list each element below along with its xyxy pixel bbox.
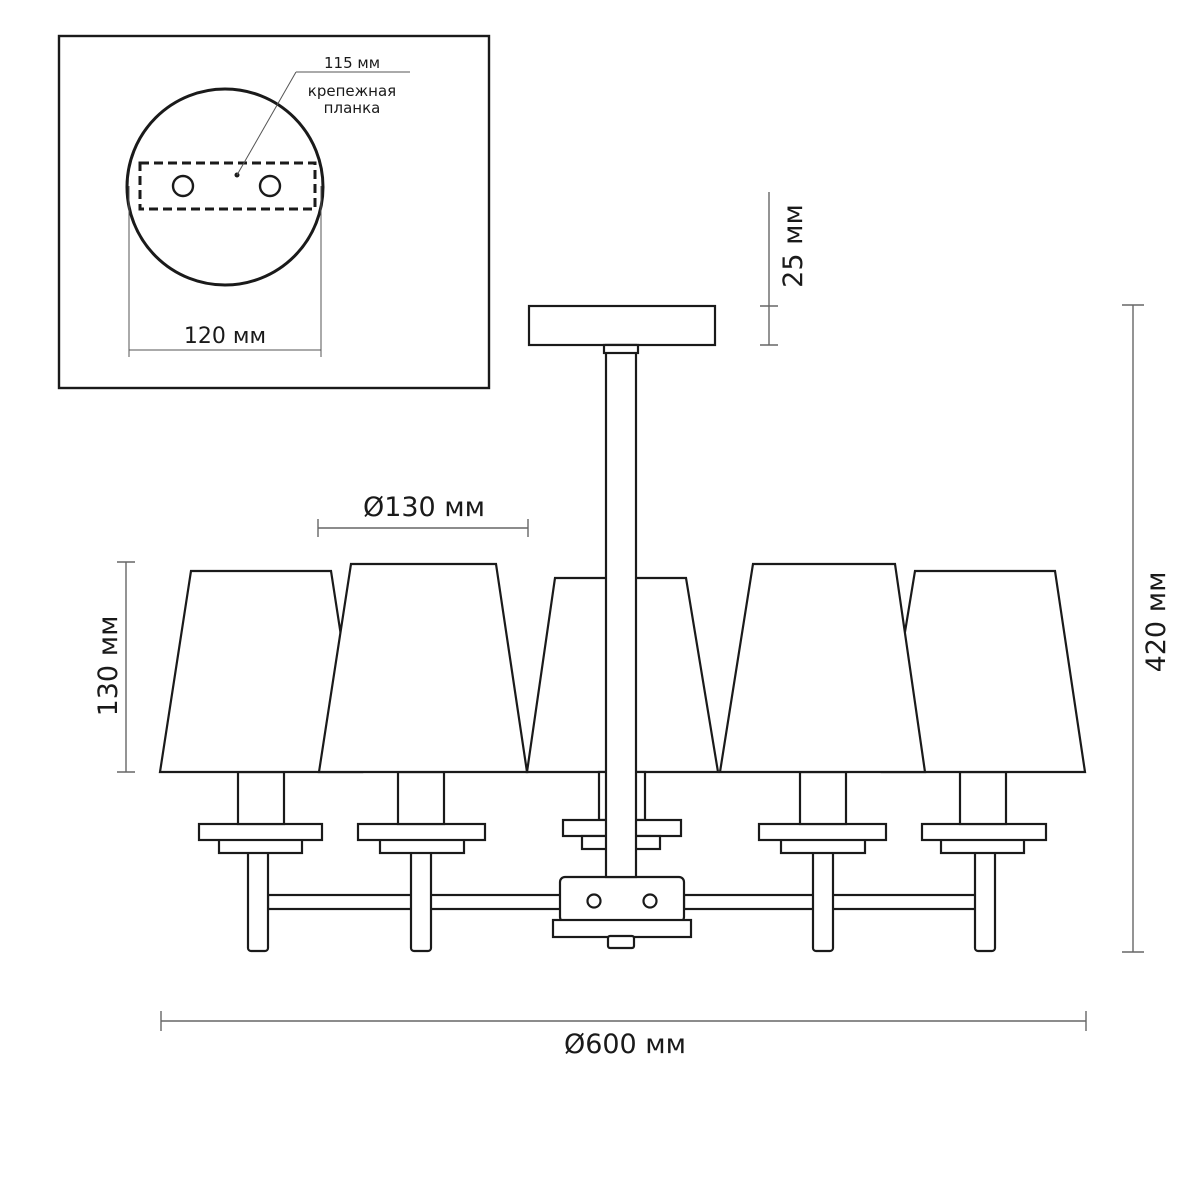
lamp-1 bbox=[158, 569, 364, 953]
hub-finial bbox=[606, 934, 636, 950]
inset-frame bbox=[57, 34, 491, 390]
total-height-dimension: 420 мм bbox=[1122, 304, 1172, 953]
lamp-4 bbox=[718, 562, 927, 953]
canopy-and-rod bbox=[527, 304, 717, 879]
lamp-1-bobeche bbox=[197, 822, 324, 842]
chandelier bbox=[158, 304, 1087, 953]
lamp-2-stem bbox=[409, 836, 433, 953]
inset-width-label: 115 мм bbox=[324, 54, 380, 72]
downrod bbox=[604, 343, 638, 879]
lamp-5 bbox=[880, 569, 1087, 953]
hub-body bbox=[558, 875, 686, 924]
lamp-2 bbox=[317, 562, 529, 953]
lamp-5-bobeche bbox=[920, 822, 1048, 842]
plate-label-line1: крепежная bbox=[308, 82, 396, 100]
lamp-4-candle-socket bbox=[798, 770, 848, 826]
lamp-1-stem bbox=[246, 836, 270, 953]
plate-label-line2: планка bbox=[324, 99, 381, 117]
hub-base-plate bbox=[551, 918, 693, 939]
hub-arm-joint-right bbox=[642, 893, 658, 909]
canopy-height-label: 25 мм bbox=[778, 204, 809, 288]
mounting-hole-left bbox=[171, 174, 195, 198]
lampshade-2 bbox=[317, 562, 529, 774]
downrod-collar bbox=[602, 343, 640, 355]
lamp-5-candle-socket bbox=[958, 770, 1008, 826]
total-diameter-label: Ø600 мм bbox=[564, 1029, 686, 1060]
plate-leader-line bbox=[236, 71, 297, 176]
ceiling-canopy bbox=[527, 304, 717, 347]
lamp-2-bobeche bbox=[356, 822, 487, 842]
total-height-label: 420 мм bbox=[1141, 572, 1172, 673]
canopy-height-dimension: 25 мм bbox=[760, 192, 809, 346]
shade-height-dimension: 130 мм bbox=[93, 561, 135, 773]
lampshade-4 bbox=[718, 562, 927, 774]
central-hub bbox=[551, 875, 693, 950]
shade-diameter-dimension: Ø130 мм bbox=[317, 492, 529, 537]
lamp-2-candle-socket bbox=[396, 770, 446, 826]
mounting-hole-right bbox=[258, 174, 282, 198]
shade-diameter-label: Ø130 мм bbox=[363, 492, 485, 523]
mounting-bar-outline bbox=[138, 161, 317, 211]
mounting-plate-inset: 115 мм крепежная планка 120 мм bbox=[57, 34, 491, 390]
canopy-circle bbox=[125, 87, 325, 287]
lamp-5-stem bbox=[973, 836, 997, 953]
lamp-1-candle-socket bbox=[236, 770, 286, 826]
lamp-4-bobeche bbox=[757, 822, 888, 842]
inset-diameter-label: 120 мм bbox=[184, 324, 266, 349]
lamp-4-stem bbox=[811, 836, 835, 953]
total-diameter-dimension: Ø600 мм bbox=[160, 1011, 1087, 1060]
hub-arm-joint-left bbox=[586, 893, 602, 909]
shade-height-label: 130 мм bbox=[93, 616, 124, 717]
